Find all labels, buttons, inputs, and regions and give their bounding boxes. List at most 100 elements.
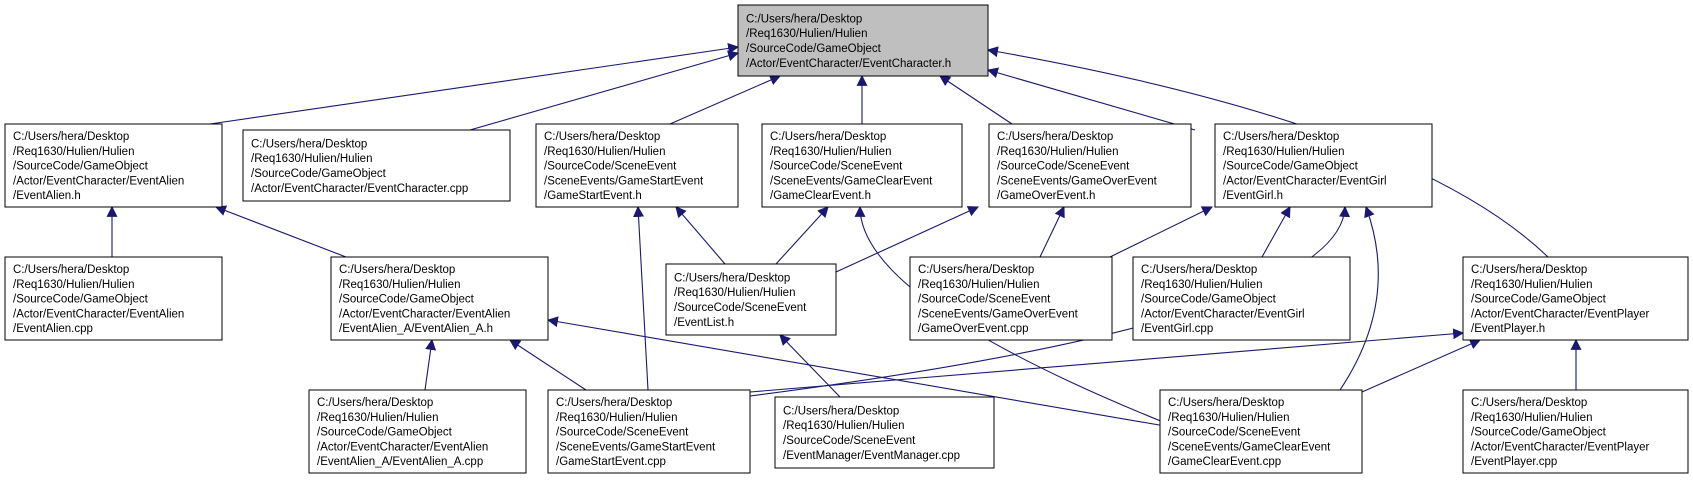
file-node-gamestart_h[interactable]: C:/Users/hera/Desktop/Req1630/Hulien/Hul… (535, 123, 739, 208)
file-path-line: /Actor/EventCharacter/EventCharacter.h (746, 58, 951, 70)
file-path-line: C:/Users/hera/Desktop (1223, 131, 1339, 143)
file-path-line: /Req1630/Hulien/Hulien (317, 412, 438, 424)
edge-alien_a_cpp-to-alien_a_h (424, 338, 437, 391)
file-path-line: /GameClearEvent.h (770, 190, 871, 202)
file-path-line: /EventAlien_A/EventAlien_A.cpp (317, 456, 483, 468)
file-path-line: /SourceCode/GameObject (746, 43, 882, 55)
file-path-line: /SourceCode/SceneEvent (770, 161, 903, 173)
file-path-line: /SourceCode/GameObject (339, 294, 475, 306)
edge-gameclear_cpp-to-player_h (1361, 338, 1482, 393)
file-node-box (1462, 256, 1689, 341)
file-node-box (1132, 256, 1351, 341)
file-path-line: /Req1630/Hulien/Hulien (544, 146, 665, 158)
file-node-box (988, 123, 1192, 208)
file-node-box (737, 4, 989, 77)
file-node-alien_h[interactable]: C:/Users/hera/Desktop/Req1630/Hulien/Hul… (4, 123, 223, 208)
file-path-line: /GameStartEvent.cpp (556, 456, 666, 468)
file-path-line: /SourceCode/GameObject (13, 294, 149, 306)
file-node-girl_h[interactable]: C:/Users/hera/Desktop/Req1630/Hulien/Hul… (1214, 123, 1433, 208)
edge-alien_h-to-root (209, 42, 740, 125)
edge-character_cpp-to-root (469, 50, 740, 131)
file-path-line: C:/Users/hera/Desktop (783, 405, 899, 417)
file-path-line: /Req1630/Hulien/Hulien (251, 153, 372, 165)
file-path-line: C:/Users/hera/Desktop (1471, 397, 1587, 409)
file-path-line: C:/Users/hera/Desktop (997, 131, 1113, 143)
file-path-line: C:/Users/hera/Desktop (746, 13, 862, 25)
file-path-line: C:/Users/hera/Desktop (556, 397, 672, 409)
file-path-line: /SourceCode/GameObject (1223, 161, 1359, 173)
file-node-box (242, 129, 511, 202)
file-path-line: /SourceCode/GameObject (13, 161, 149, 173)
file-path-line: /EventPlayer.cpp (1471, 456, 1557, 468)
file-path-line: /SourceCode/SceneEvent (997, 161, 1130, 173)
file-node-player_cpp[interactable]: C:/Users/hera/Desktop/Req1630/Hulien/Hul… (1462, 389, 1689, 474)
file-node-box (665, 263, 837, 336)
file-node-root[interactable]: C:/Users/hera/Desktop/Req1630/Hulien/Hul… (737, 4, 989, 77)
file-path-line: /Req1630/Hulien/Hulien (746, 28, 867, 40)
edge-alien_a_h-to-alien_h (214, 205, 347, 258)
edge-gameover_cpp-to-gameover_h (1039, 206, 1065, 258)
file-node-box (308, 389, 527, 474)
file-path-line: C:/Users/hera/Desktop (544, 131, 660, 143)
edge-eventlist_h-to-gameover_h (835, 206, 980, 273)
file-path-line: C:/Users/hera/Desktop (674, 272, 790, 284)
file-node-eventlist_h[interactable]: C:/Users/hera/Desktop/Req1630/Hulien/Hul… (665, 263, 837, 336)
file-path-line: /Actor/EventCharacter/EventAlien (13, 308, 184, 320)
file-node-alien_cpp[interactable]: C:/Users/hera/Desktop/Req1630/Hulien/Hul… (4, 256, 223, 341)
file-path-line: /GameOverEvent.h (997, 190, 1095, 202)
file-path-line: C:/Users/hera/Desktop (770, 131, 886, 143)
edge-gamestart_h-to-root (669, 74, 782, 125)
file-path-line: /SourceCode/GameObject (1141, 294, 1277, 306)
file-path-line: /SourceCode/SceneEvent (544, 161, 677, 173)
file-node-gameover_cpp[interactable]: C:/Users/hera/Desktop/Req1630/Hulien/Hul… (909, 256, 1113, 341)
file-path-line: /Actor/EventCharacter/EventGirl (1223, 175, 1387, 187)
file-node-alien_a_h[interactable]: C:/Users/hera/Desktop/Req1630/Hulien/Hul… (330, 256, 549, 341)
file-path-line: C:/Users/hera/Desktop (1168, 397, 1284, 409)
file-path-line: /EventGirl.cpp (1141, 323, 1213, 335)
file-node-box (1462, 389, 1689, 474)
edge-gameclear_cpp-to-alien_a_h (546, 316, 1166, 427)
file-path-line: /SceneEvents/GameStartEvent (544, 175, 704, 187)
file-path-line: C:/Users/hera/Desktop (13, 264, 129, 276)
file-path-line: /EventAlien.cpp (13, 323, 93, 335)
file-path-line: /Actor/EventCharacter/EventAlien (13, 175, 184, 187)
file-path-line: /SceneEvents/GameClearEvent (770, 175, 933, 187)
file-path-line: /EventAlien.h (13, 190, 81, 202)
file-path-line: /SourceCode/SceneEvent (556, 427, 689, 439)
file-node-character_cpp[interactable]: C:/Users/hera/Desktop/Req1630/Hulien/Hul… (242, 129, 511, 202)
file-path-line: /SourceCode/SceneEvent (674, 302, 807, 314)
file-path-line: /GameStartEvent.h (544, 190, 642, 202)
file-node-box (547, 389, 751, 474)
file-path-line: /GameOverEvent.cpp (918, 323, 1029, 335)
file-path-line: C:/Users/hera/Desktop (918, 264, 1034, 276)
edge-girl_cpp-to-girl_h (1261, 206, 1291, 258)
file-path-line: /SourceCode/GameObject (1471, 294, 1607, 306)
file-path-line: /Req1630/Hulien/Hulien (997, 146, 1118, 158)
file-path-line: /EventPlayer.h (1471, 323, 1545, 335)
file-path-line: /Actor/EventCharacter/EventGirl (1141, 308, 1305, 320)
file-node-box (761, 123, 963, 208)
file-path-line: C:/Users/hera/Desktop (317, 397, 433, 409)
file-path-line: /Req1630/Hulien/Hulien (783, 420, 904, 432)
file-path-line: /EventAlien_A/EventAlien_A.h (339, 323, 493, 335)
dependency-edges (106, 42, 1582, 427)
file-node-alien_a_cpp[interactable]: C:/Users/hera/Desktop/Req1630/Hulien/Hul… (308, 389, 527, 474)
file-node-player_h[interactable]: C:/Users/hera/Desktop/Req1630/Hulien/Hul… (1462, 256, 1689, 341)
file-path-line: C:/Users/hera/Desktop (339, 264, 455, 276)
file-node-eventmanager_cpp[interactable]: C:/Users/hera/Desktop/Req1630/Hulien/Hul… (774, 396, 995, 469)
edge-gameover_cpp-to-girl_h (1109, 206, 1213, 258)
file-node-gameclear_cpp[interactable]: C:/Users/hera/Desktop/Req1630/Hulien/Hul… (1159, 389, 1363, 474)
file-node-gameclear_h[interactable]: C:/Users/hera/Desktop/Req1630/Hulien/Hul… (761, 123, 963, 208)
file-node-girl_cpp[interactable]: C:/Users/hera/Desktop/Req1630/Hulien/Hul… (1132, 256, 1351, 341)
file-path-line: /SourceCode/SceneEvent (1168, 427, 1301, 439)
file-path-line: /Req1630/Hulien/Hulien (556, 412, 677, 424)
file-path-line: /GameClearEvent.cpp (1168, 456, 1281, 468)
file-path-line: /SourceCode/GameObject (317, 427, 453, 439)
file-path-line: /SceneEvents/GameClearEvent (1168, 441, 1331, 453)
file-node-gameover_h[interactable]: C:/Users/hera/Desktop/Req1630/Hulien/Hul… (988, 123, 1192, 208)
file-path-line: /Req1630/Hulien/Hulien (13, 279, 134, 291)
file-node-box (909, 256, 1113, 341)
file-node-gamestart_cpp[interactable]: C:/Users/hera/Desktop/Req1630/Hulien/Hul… (547, 389, 751, 474)
file-path-line: C:/Users/hera/Desktop (1141, 264, 1257, 276)
